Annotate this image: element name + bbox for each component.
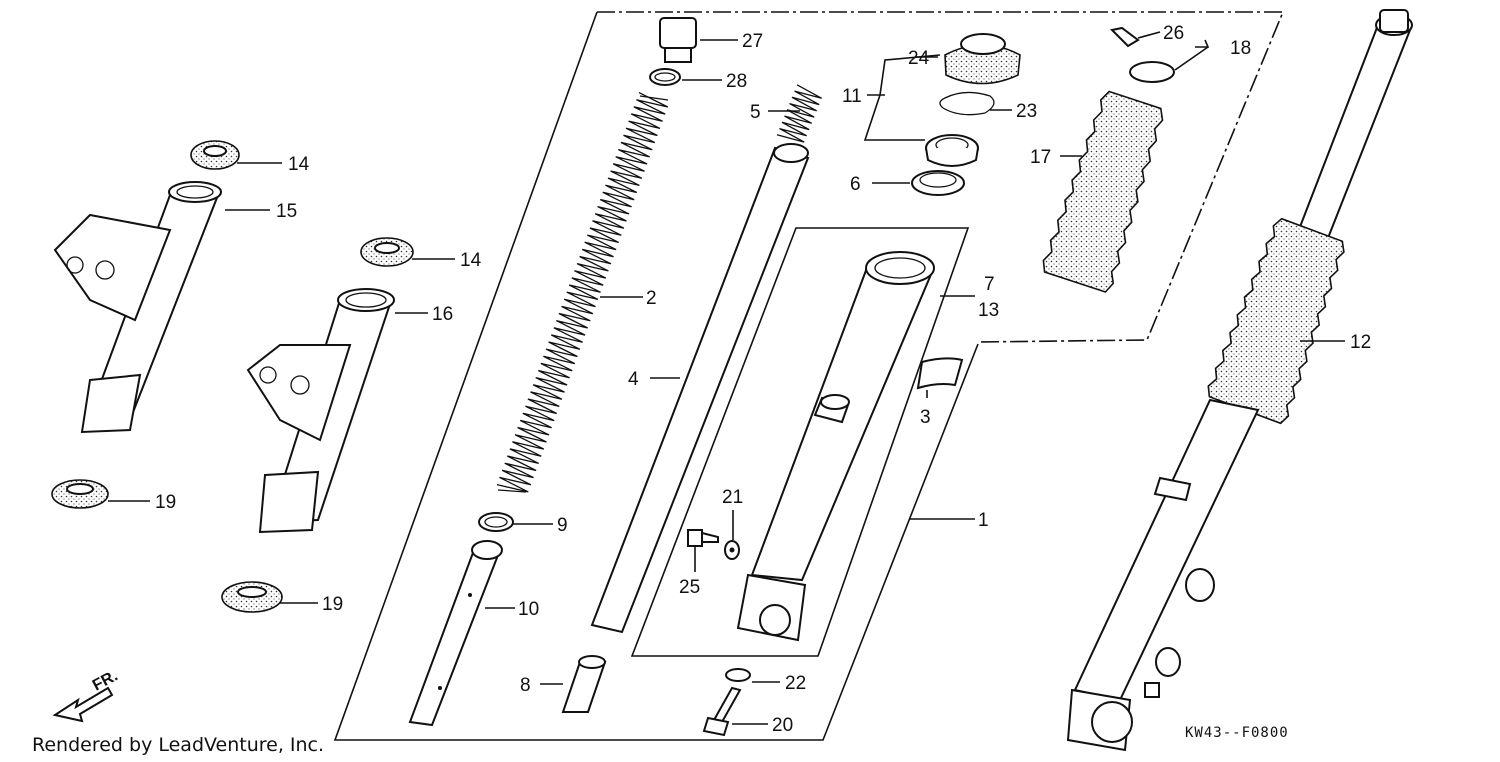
callout-8: 8: [520, 675, 531, 696]
callout-19b: 19: [322, 594, 343, 615]
grommet-19a: [51, 479, 109, 509]
callout-23: 23: [1016, 101, 1037, 122]
callout-10: 10: [518, 599, 539, 620]
socket-bolt-20: [702, 686, 742, 737]
callout-16: 16: [432, 304, 453, 325]
callout-5: 5: [750, 102, 761, 123]
stopper-ring-23: [939, 91, 995, 116]
fork-boot-17: [1042, 90, 1164, 293]
callout-25: 25: [679, 577, 700, 598]
callout-leaders: [108, 31, 1345, 725]
sub-assembly-outline: [630, 227, 970, 657]
callout-22: 22: [785, 673, 806, 694]
fork-pipe-4: [590, 143, 810, 634]
back-up-ring-6: [911, 170, 965, 196]
fork-assembly-12: [1066, 9, 1413, 752]
spring-collar-9: [478, 512, 514, 532]
front-direction-indicator: FR.: [52, 667, 121, 723]
callout-14b: 14: [460, 250, 482, 271]
o-ring-28: [649, 68, 681, 86]
diagram-code: KW43--F0800: [1185, 725, 1289, 741]
callout-2: 2: [646, 288, 657, 309]
callout-17: 17: [1030, 147, 1051, 168]
callout-20: 20: [772, 715, 793, 736]
assembly-outline: [333, 11, 1285, 741]
fork-bracket-right: [246, 288, 395, 534]
oil-lock-piece-8: [561, 655, 607, 713]
front-direction-label: FR.: [90, 667, 121, 694]
oil-seal-11: [925, 134, 979, 167]
callout-7: 7: [984, 274, 995, 295]
callout-26: 26: [1163, 23, 1184, 44]
callout-4: 4: [628, 369, 639, 390]
fork-slider-7: [736, 251, 935, 642]
bolt-25: [687, 529, 719, 547]
callout-28: 28: [726, 71, 747, 92]
callout-labels: 1 2 3 4 5 6 7 8 9 10 11 12 13 14 14 15 1…: [155, 23, 1371, 736]
callout-9: 9: [557, 515, 568, 536]
dust-seal-14a: [190, 140, 240, 170]
callout-18: 18: [1230, 38, 1251, 59]
callout-11: 11: [842, 86, 862, 107]
grommet-19b: [221, 581, 283, 613]
fork-spring-2: [496, 92, 669, 493]
washer-22: [725, 668, 751, 682]
bolt-26: [1109, 26, 1140, 48]
fork-bracket-left: [53, 181, 222, 434]
dust-seal-24: [944, 33, 1021, 85]
guide-bushing-3: [916, 357, 964, 390]
callout-13: 13: [978, 300, 999, 321]
callout-14a: 14: [288, 154, 310, 175]
callout-3: 3: [920, 407, 931, 428]
callout-21: 21: [722, 487, 743, 508]
credit-text: Rendered by LeadVenture, Inc.: [32, 734, 324, 756]
damper-rod-10: [408, 540, 503, 727]
callout-12: 12: [1350, 332, 1371, 353]
washer-21: [724, 540, 740, 560]
fork-bolt-27: [659, 17, 697, 63]
callout-6: 6: [850, 174, 861, 195]
callout-15: 15: [276, 201, 297, 222]
callout-1: 1: [978, 510, 989, 531]
callout-27: 27: [742, 31, 763, 52]
rebound-spring-5: [776, 84, 823, 143]
callout-24: 24: [908, 48, 930, 69]
callout-19a: 19: [155, 492, 176, 513]
boot-band-18: [1129, 61, 1175, 83]
dust-seal-14b: [360, 237, 414, 267]
